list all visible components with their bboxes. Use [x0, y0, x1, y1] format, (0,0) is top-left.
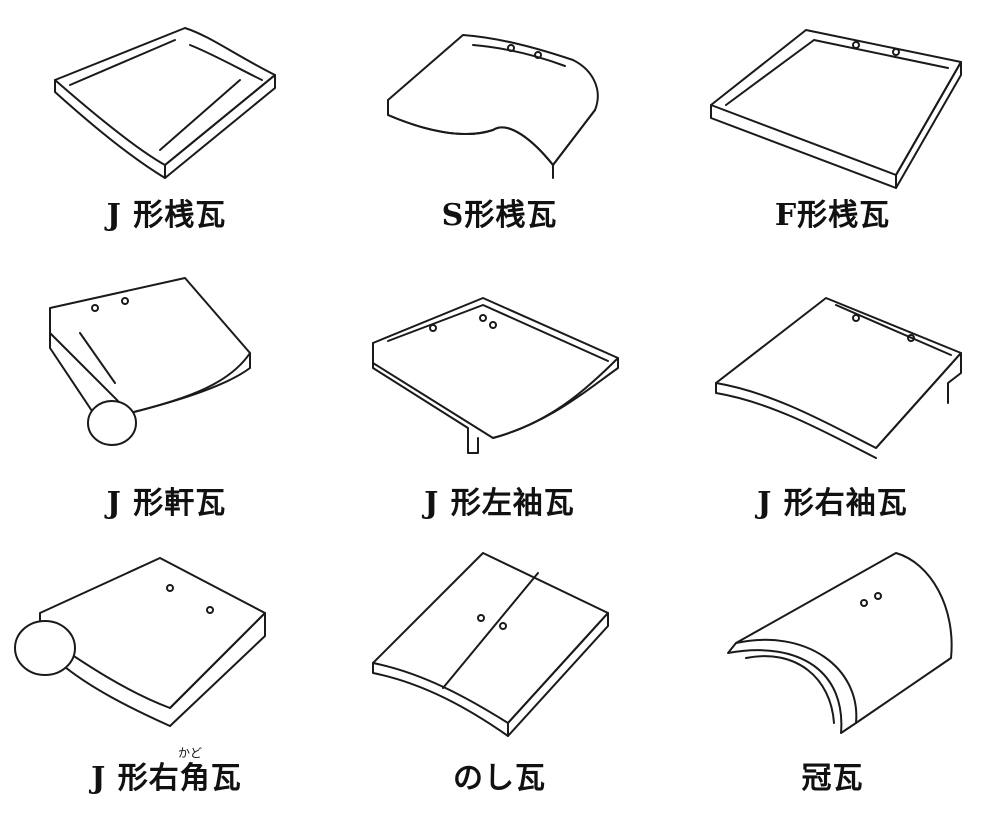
label-kanmurigawara: 冠瓦: [801, 761, 864, 796]
kanmurigawara-icon: [727, 552, 953, 734]
j-hidari-sodegawara-drawing: [333, 273, 666, 463]
j-migi-kadogawara-drawing: [0, 548, 333, 738]
tile-cell-j-hidari-sodegawara: J 形左袖瓦: [333, 273, 666, 546]
j-nokigawara-drawing: [0, 273, 333, 463]
j-migi-sodegawara-drawing: [666, 273, 999, 463]
label-s-sangawara: S形桟瓦: [441, 198, 558, 233]
ruby-kado: かど: [178, 746, 203, 760]
noshigawara-drawing: [333, 548, 666, 738]
label-j-migi-sodegawara: J 形右袖瓦: [757, 486, 908, 521]
j-nokigawara-icon: [49, 277, 251, 446]
tile-cell-f-sangawara: F形桟瓦: [666, 0, 999, 273]
tile-cell-kanmurigawara: 冠瓦: [666, 548, 999, 821]
tile-cell-j-sangawara: J 形桟瓦: [0, 0, 333, 273]
j-sangawara-drawing: [0, 0, 333, 190]
s-sangawara-icon: [387, 34, 599, 179]
tile-cell-noshigawara: のし瓦: [333, 548, 666, 821]
j-migi-sodegawara-icon: [715, 297, 962, 459]
tile-cell-j-migi-kadogawara: J 形右角瓦 かど: [0, 548, 333, 821]
tile-cell-j-nokigawara: J 形軒瓦: [0, 273, 333, 546]
label-j-migi-kadogawara: J 形右角瓦: [91, 761, 242, 796]
f-sangawara-drawing: [666, 0, 999, 190]
s-sangawara-drawing: [333, 0, 666, 190]
tile-cell-j-migi-sodegawara: J 形右袖瓦: [666, 273, 999, 546]
label-j-nokigawara: J 形軒瓦: [106, 486, 227, 521]
j-sangawara-icon: [54, 27, 276, 179]
label-j-hidari-sodegawara: J 形左袖瓦: [424, 486, 575, 521]
f-sangawara-icon: [710, 29, 962, 189]
kanmurigawara-drawing: [666, 548, 999, 738]
j-hidari-sodegawara-icon: [372, 297, 619, 454]
label-noshigawara: のし瓦: [453, 761, 546, 796]
j-migi-kadogawara-icon: [14, 557, 266, 727]
noshigawara-icon: [372, 552, 609, 737]
label-f-sangawara: F形桟瓦: [774, 198, 891, 233]
tile-cell-s-sangawara: S形桟瓦: [333, 0, 666, 273]
label-j-sangawara: J 形桟瓦: [106, 198, 227, 233]
